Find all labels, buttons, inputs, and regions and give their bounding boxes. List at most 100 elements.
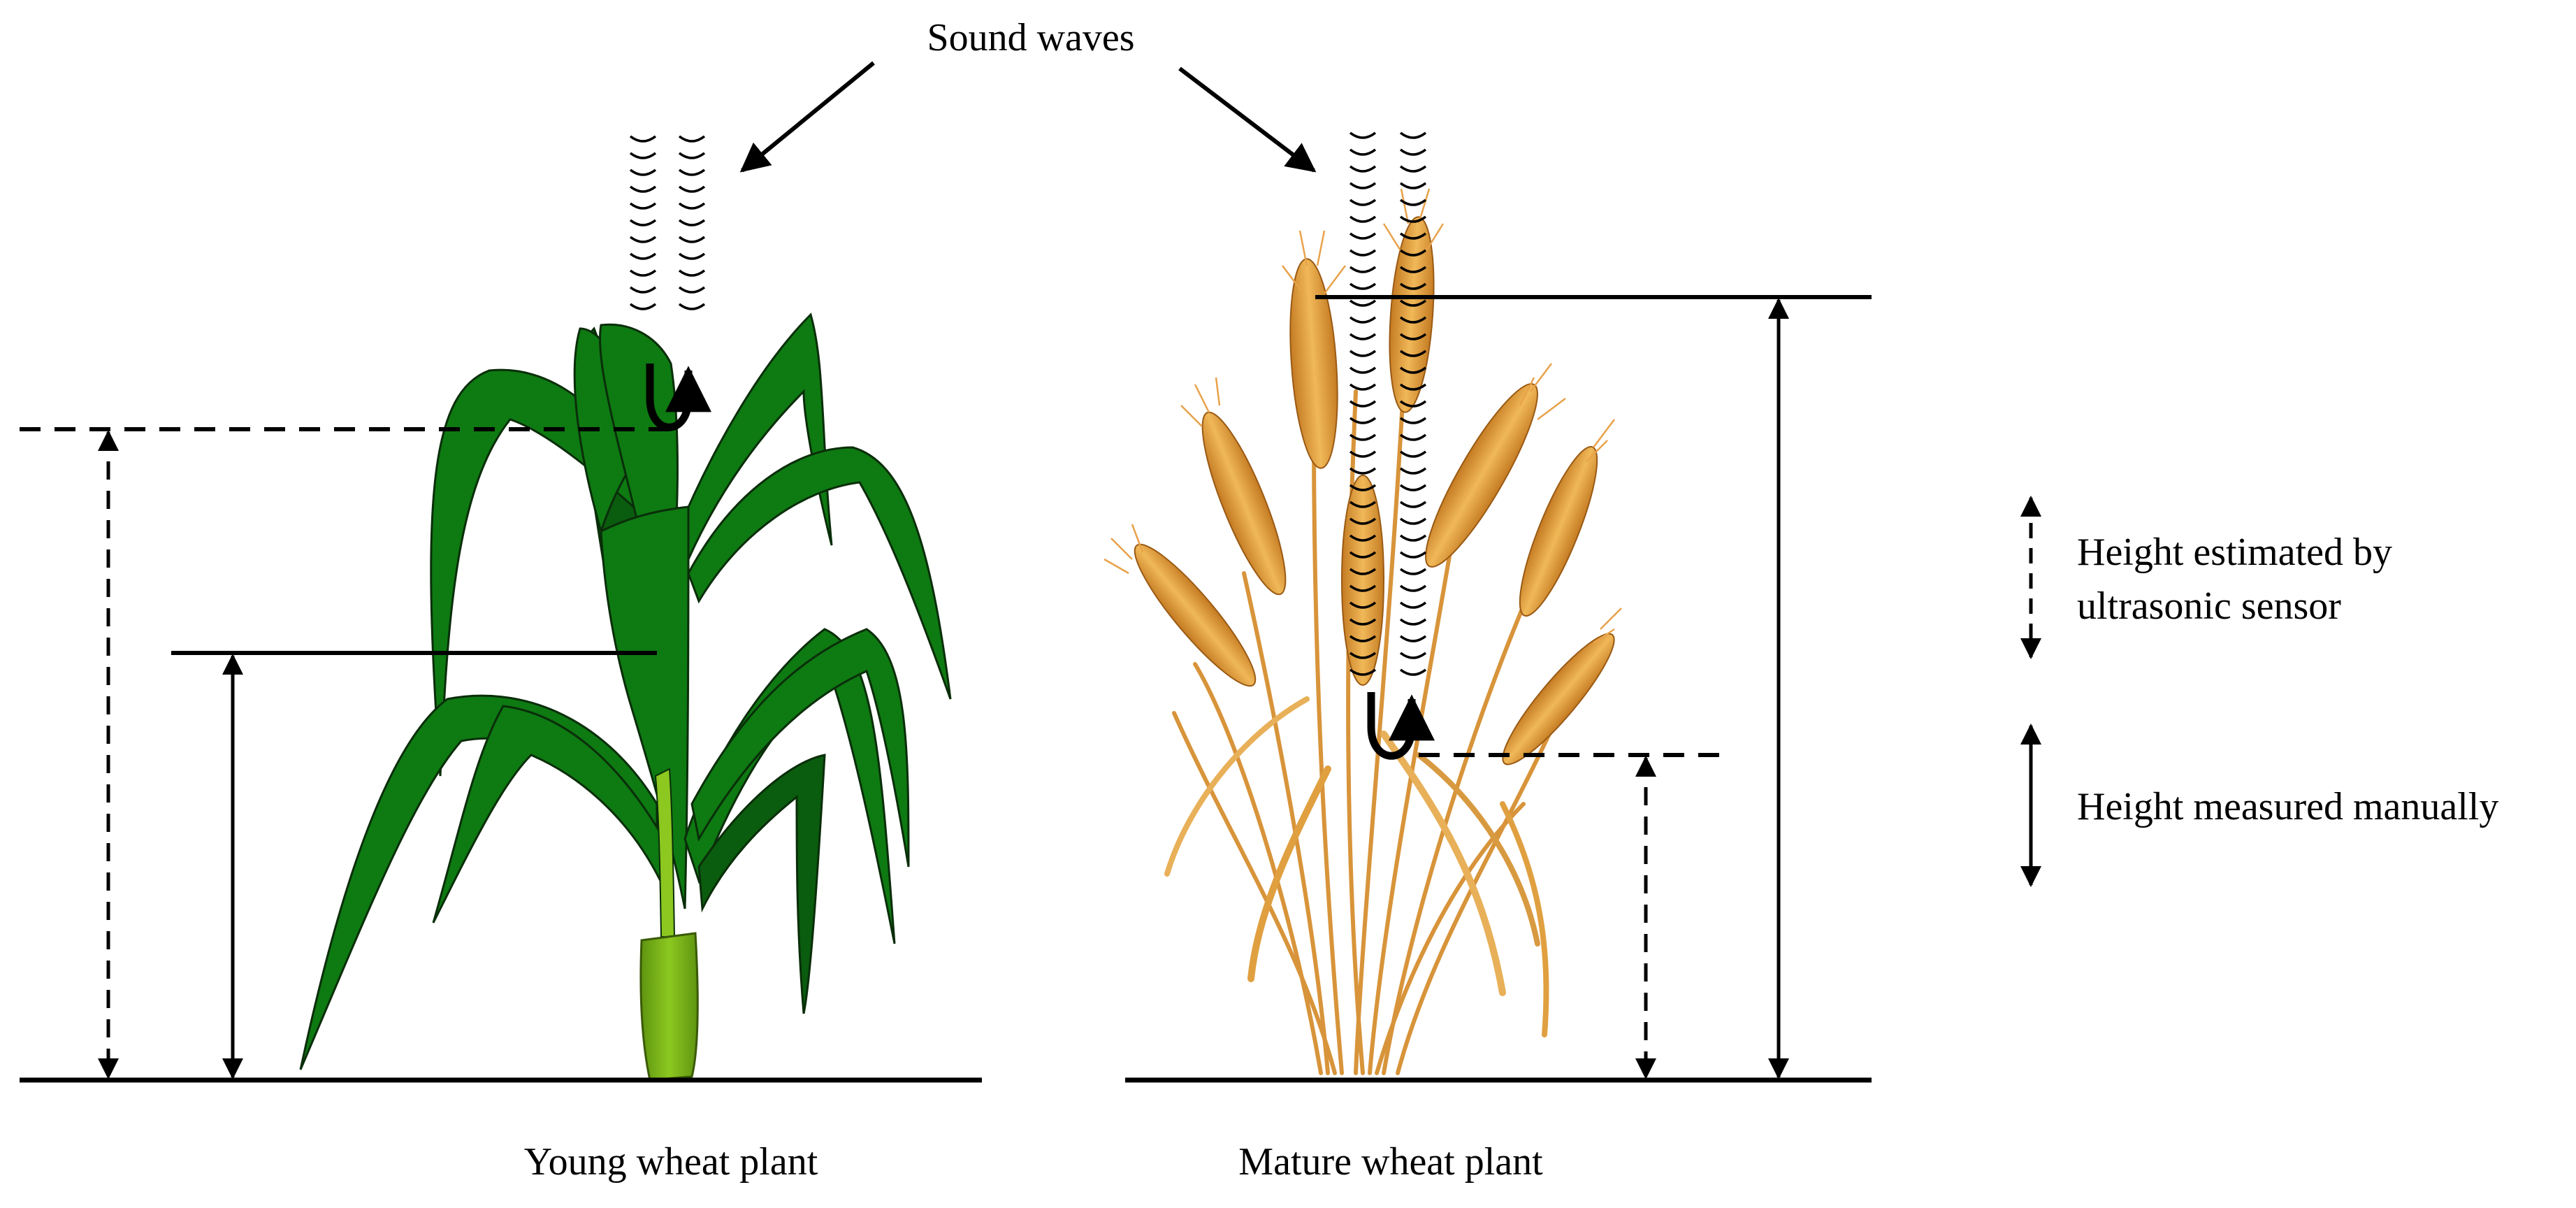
sound-wave-arc (1399, 299, 1427, 307)
sound-wave-arc (678, 269, 706, 277)
sound-wave-arc (629, 303, 657, 310)
sound-wave-arc (1399, 652, 1427, 659)
sound-wave-arc (1349, 199, 1377, 206)
sound-wave-arc (678, 252, 706, 260)
sound-wave-arc (1399, 534, 1427, 542)
mature-wheat-plant (1104, 188, 1622, 1075)
sound-wave-arc (1399, 199, 1427, 206)
sound-wave-arc (1349, 249, 1377, 257)
sound-wave-arc (678, 152, 706, 159)
sound-wave-arc (678, 219, 706, 226)
sound-wave-arc (1399, 668, 1427, 676)
sound-wave-arc (1399, 232, 1427, 240)
sound-wave-arc (1349, 282, 1377, 290)
sound-wave-arc (1349, 534, 1377, 542)
sound-wave-arc (629, 286, 657, 294)
sound-wave-arc (1349, 433, 1377, 441)
sound-waves-arrow-right (1178, 66, 1317, 173)
sound-wave-arc (1399, 165, 1427, 173)
mature-plant-caption: Mature wheat plant (1238, 1140, 1543, 1184)
sound-wave-arc (1399, 366, 1427, 374)
sound-wave-arc (1349, 165, 1377, 173)
sound-wave-arc (1399, 148, 1427, 156)
sound-wave-arc (1399, 450, 1427, 458)
sound-wave-arc (1399, 417, 1427, 424)
young-wheat-plant (299, 312, 952, 1081)
sound-wave-arc (1399, 618, 1427, 626)
sound-waves-arrow-left (739, 61, 875, 173)
sound-wave-arc (1399, 333, 1427, 340)
sound-wave-arc (1399, 568, 1427, 575)
legend: Height estimated by ultrasonic sensor He… (2020, 496, 2498, 887)
young-plant-stem (639, 932, 699, 1081)
sound-wave-arc (1349, 517, 1377, 525)
sound-wave-arc (1349, 467, 1377, 475)
sound-wave-arc (1399, 383, 1427, 391)
sound-wave-arc (629, 202, 657, 210)
sound-wave-arc (1349, 551, 1377, 559)
sound-wave-arc (1349, 299, 1377, 307)
sound-wave-arc (629, 236, 657, 243)
sound-wave-arc (1399, 635, 1427, 642)
sound-wave-arc (1349, 568, 1377, 575)
sound-wave-arc (1349, 383, 1377, 391)
sound-wave-arc (1399, 517, 1427, 525)
sound-wave-arc (1399, 350, 1427, 357)
sound-wave-arc (678, 168, 706, 176)
sound-waves-young (629, 135, 706, 310)
sound-wave-arc (1399, 266, 1427, 273)
sound-waves-mature (1349, 131, 1427, 676)
sound-waves-label: Sound waves (927, 16, 1134, 59)
sound-wave-arc (1349, 266, 1377, 273)
sound-wave-arc (1349, 635, 1377, 642)
sound-wave-arc (678, 135, 706, 143)
sound-wave-arc (629, 219, 657, 226)
sound-wave-arc (629, 269, 657, 277)
sound-wave-arc (1349, 584, 1377, 592)
sound-wave-arc (1349, 501, 1377, 508)
sound-wave-arc (1349, 450, 1377, 458)
sound-wave-arc (1399, 484, 1427, 491)
sound-wave-arc (1349, 215, 1377, 223)
sound-wave-arc (1399, 601, 1427, 609)
sound-wave-arc (1349, 668, 1377, 676)
sound-wave-arc (1349, 232, 1377, 240)
legend-manual-text: Height measured manually (2077, 785, 2498, 828)
young-plant-caption: Young wheat plant (524, 1140, 818, 1184)
sound-wave-arc (629, 152, 657, 159)
sound-wave-arc (1399, 551, 1427, 559)
sound-wave-arc (1399, 249, 1427, 257)
sound-wave-arc (1399, 131, 1427, 139)
sound-wave-arc (678, 236, 706, 243)
sound-wave-arc (629, 185, 657, 193)
sound-wave-arc (1399, 316, 1427, 324)
echo-reflection-arrow-mature (1367, 692, 1435, 760)
sound-wave-arc (1399, 501, 1427, 508)
sound-wave-arc (1399, 182, 1427, 189)
sound-wave-arc (629, 252, 657, 260)
sound-wave-arc (1399, 467, 1427, 475)
sound-wave-arc (1399, 400, 1427, 408)
sound-wave-arc (678, 286, 706, 294)
legend-sensor-text-line2: ultrasonic sensor (2077, 584, 2341, 628)
sound-wave-arc (1349, 366, 1377, 374)
sound-wave-arc (1399, 282, 1427, 290)
sound-wave-arc (629, 135, 657, 143)
sound-wave-arc (1349, 182, 1377, 189)
sound-wave-arc (1349, 652, 1377, 659)
sound-wave-arc (1349, 350, 1377, 357)
sound-wave-arc (1349, 618, 1377, 626)
sound-wave-arc (1349, 400, 1377, 408)
sound-wave-arc (678, 303, 706, 310)
sound-wave-arc (1349, 131, 1377, 139)
sound-wave-arc (1349, 417, 1377, 424)
sound-wave-arc (1349, 333, 1377, 340)
legend-sensor-text-line1: Height estimated by (2077, 531, 2392, 574)
sound-wave-arc (1349, 484, 1377, 491)
sound-wave-arc (1399, 433, 1427, 441)
sound-wave-arc (1349, 148, 1377, 156)
sound-wave-arc (1399, 584, 1427, 592)
sound-wave-arc (629, 168, 657, 176)
sound-wave-arc (678, 202, 706, 210)
